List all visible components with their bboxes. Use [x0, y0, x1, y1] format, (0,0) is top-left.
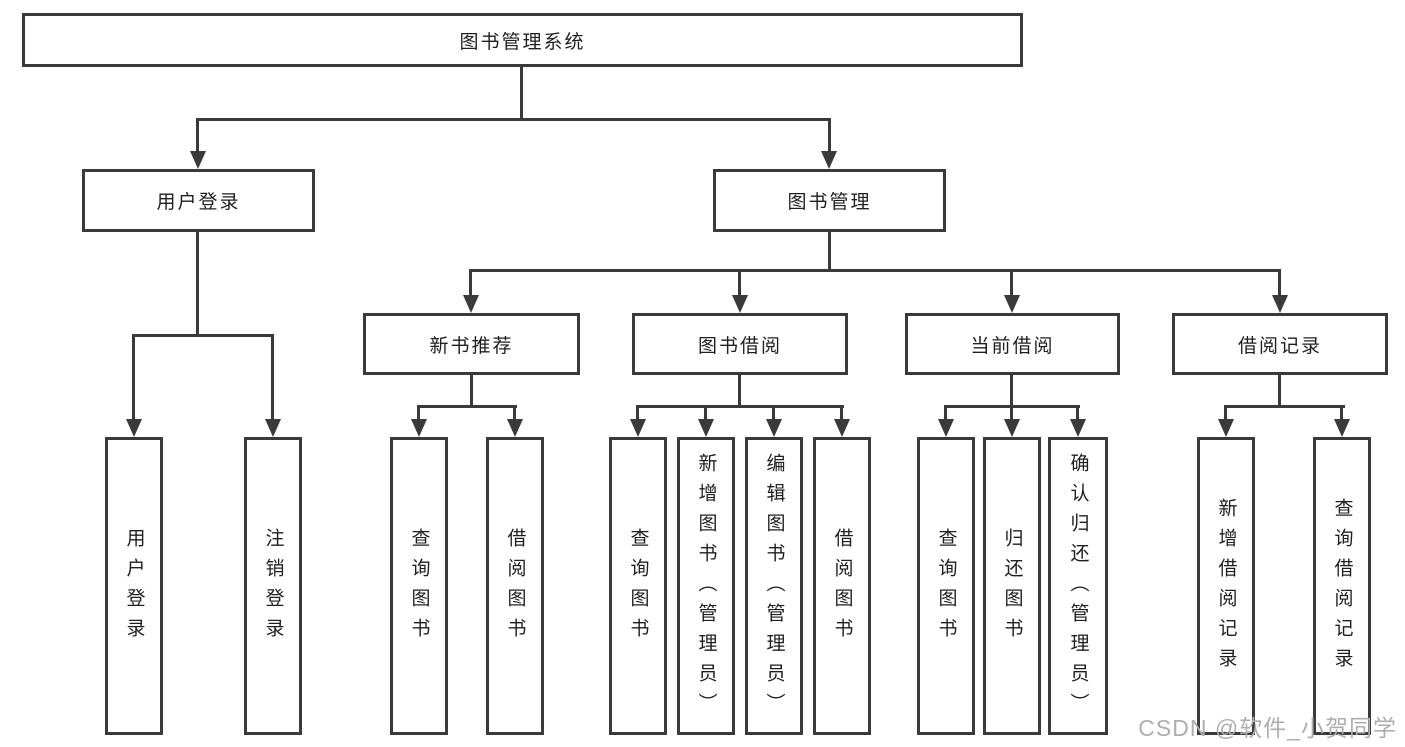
- connector-root-drop: [520, 67, 523, 120]
- connector-borrow-shaft: [738, 269, 741, 299]
- connector-bb-leaf1-shaft: [636, 405, 639, 423]
- connector-borrow-rail: [637, 405, 844, 408]
- leaf-user-login: 用户登录: [105, 437, 163, 735]
- leaf-query-borrow-record: 查询借阅记录: [1313, 437, 1371, 735]
- leaf-add-borrow-record: 新增借阅记录: [1197, 437, 1255, 735]
- connector-current-drop: [1010, 375, 1013, 408]
- arrowhead-newbook: [463, 295, 479, 313]
- node-library-system: 图书管理系统: [22, 13, 1023, 67]
- connector-records-drop: [1278, 375, 1281, 408]
- connector-bb-leaf3-shaft: [772, 405, 775, 423]
- arrowhead-cb-leaf3: [1070, 419, 1086, 437]
- leaf-return-books: 归还图书: [983, 437, 1041, 735]
- connector-cb-leaf1-shaft: [944, 405, 947, 423]
- leaf-borrow-books-recommend: 借阅图书: [486, 437, 544, 735]
- connector-nb-leaf1-shaft: [417, 405, 420, 423]
- leaf-confirm-return-admin: 确认归还（管理员）: [1048, 437, 1108, 735]
- connector-borrow-drop: [738, 375, 741, 408]
- node-borrow-records: 借阅记录: [1172, 313, 1388, 375]
- node-new-book-recommend: 新书推荐: [363, 313, 580, 375]
- arrowhead-userlogin: [190, 151, 206, 169]
- node-user-login: 用户登录: [82, 169, 315, 232]
- node-book-borrow: 图书借阅: [632, 313, 848, 375]
- arrowhead-rc-leaf2: [1334, 419, 1350, 437]
- arrowhead-borrow: [732, 295, 748, 313]
- connector-bookmgmt-shaft: [828, 118, 831, 154]
- connector-newbook-rail: [418, 405, 517, 408]
- arrowhead-cb-leaf2: [1004, 419, 1020, 437]
- arrowhead-bb-leaf2: [698, 419, 714, 437]
- connector-records-shaft: [1278, 269, 1281, 299]
- connector-userlogin-rail: [133, 334, 274, 337]
- arrowhead-bb-leaf4: [834, 419, 850, 437]
- connector-newbook-shaft: [469, 269, 472, 299]
- arrowhead-bb-leaf3: [766, 419, 782, 437]
- connector-current-shaft: [1010, 269, 1013, 299]
- arrowhead-bookmgmt: [821, 151, 837, 169]
- connector-userlogin-shaft: [196, 118, 199, 154]
- leaf-edit-book-admin: 编辑图书（管理员）: [745, 437, 803, 735]
- connector-bookmgmt-drop: [828, 232, 831, 271]
- connector-root-rail: [197, 118, 831, 121]
- connector-bb-leaf2-shaft: [704, 405, 707, 423]
- connector-cb-leaf2-shaft: [1010, 405, 1013, 423]
- connector-bb-leaf4-shaft: [840, 405, 843, 423]
- node-book-management: 图书管理: [713, 169, 946, 232]
- leaf-borrow-books: 借阅图书: [813, 437, 871, 735]
- connector-newbook-drop: [470, 375, 473, 408]
- leaf-query-books-current: 查询图书: [917, 437, 975, 735]
- connector-cb-leaf3-shaft: [1076, 405, 1079, 423]
- connector-records-rail: [1225, 405, 1345, 408]
- connector-nb-leaf2-shaft: [513, 405, 516, 423]
- csdn-watermark: CSDN @软件_小贺同学: [1138, 715, 1397, 741]
- arrowhead-current: [1004, 295, 1020, 313]
- leaf-query-books-recommend: 查询图书: [390, 437, 448, 735]
- arrowhead-cb-leaf1: [938, 419, 954, 437]
- arrowhead-leaf-logout: [265, 419, 281, 437]
- arrowhead-bb-leaf1: [630, 419, 646, 437]
- arrowhead-leaf-login: [126, 419, 142, 437]
- leaf-add-book-admin: 新增图书（管理员）: [677, 437, 735, 735]
- connector-userlogin-drop: [196, 232, 199, 336]
- connector-leaf-login-shaft: [132, 334, 135, 422]
- connector-rc-leaf2-shaft: [1340, 405, 1343, 423]
- leaf-query-books-borrow: 查询图书: [609, 437, 667, 735]
- leaf-logout: 注销登录: [244, 437, 302, 735]
- arrowhead-records: [1272, 295, 1288, 313]
- connector-leaf-logout-shaft: [271, 334, 274, 422]
- node-current-borrow: 当前借阅: [905, 313, 1120, 375]
- arrowhead-nb-leaf1: [411, 419, 427, 437]
- connector-rc-leaf1-shaft: [1224, 405, 1227, 423]
- arrowhead-rc-leaf1: [1218, 419, 1234, 437]
- arrowhead-nb-leaf2: [507, 419, 523, 437]
- connector-bookmgmt-rail: [471, 269, 1281, 272]
